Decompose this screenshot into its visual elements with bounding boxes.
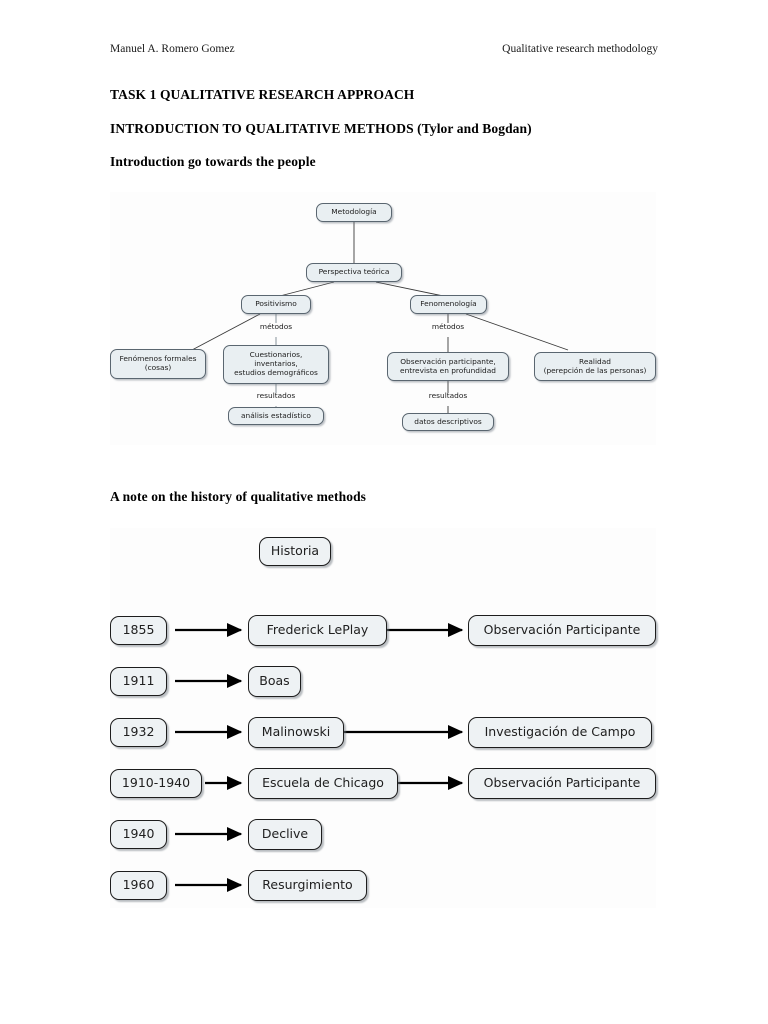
node-realidad[interactable]: Realidad (perepción de las personas): [534, 352, 656, 381]
timeline-year-1940[interactable]: 1940: [110, 820, 167, 849]
timeline-person-resurgimiento[interactable]: Resurgimiento: [248, 870, 367, 901]
timeline-outcome-investigacion-de-campo[interactable]: Investigación de Campo: [468, 717, 652, 748]
timeline-person-malinowski[interactable]: Malinowski: [248, 717, 344, 748]
timeline-year-1960[interactable]: 1960: [110, 871, 167, 900]
node-analisis-estadistico[interactable]: análisis estadístico: [228, 407, 324, 425]
heading-people: Introduction go towards the people: [110, 154, 316, 169]
timeline-person-frederick-leplay[interactable]: Frederick LePlay: [248, 615, 387, 646]
node-metodologia[interactable]: Metodología: [316, 203, 392, 222]
node-historia[interactable]: Historia: [259, 537, 331, 566]
node-perspectiva-teorica[interactable]: Perspectiva teórica: [306, 263, 402, 282]
edge-label-resultados-left: resultados: [256, 391, 296, 400]
heading-history: A note on the history of qualitative met…: [110, 489, 367, 504]
node-fenomenos-formales[interactable]: Fenómenos formales (cosas): [110, 349, 206, 379]
history-timeline-diagram: Historia 1855 Frederick LePlay Observaci…: [110, 528, 656, 908]
edge-label-metodos-left: métodos: [259, 322, 293, 331]
header-author: Manuel A. Romero Gomez: [110, 43, 235, 55]
heading-task: TASK 1 QUALITATIVE RESEARCH APPROACH: [110, 87, 415, 102]
node-cuestionarios[interactable]: Cuestionarios, inventarios, estudios dem…: [223, 345, 329, 384]
node-fenomenologia[interactable]: Fenomenología: [410, 295, 487, 314]
timeline-person-boas[interactable]: Boas: [248, 666, 301, 697]
concept-map-diagram: Metodología Perspectiva teórica Positivi…: [110, 192, 656, 445]
timeline-year-1855[interactable]: 1855: [110, 616, 167, 645]
edge-label-metodos-right: métodos: [431, 322, 465, 331]
header-subject: Qualitative research methodology: [502, 43, 658, 55]
timeline-outcome-observacion-participante-1[interactable]: Observación Participante: [468, 615, 656, 646]
node-positivismo[interactable]: Positivismo: [241, 295, 311, 314]
concept-map-connectors: [191, 222, 569, 422]
edge-label-resultados-right: resultados: [428, 391, 468, 400]
timeline-outcome-observacion-participante-2[interactable]: Observación Participante: [468, 768, 656, 799]
timeline-year-1910-1940[interactable]: 1910-1940: [110, 769, 202, 798]
timeline-person-declive[interactable]: Declive: [248, 819, 322, 850]
timeline-year-1911[interactable]: 1911: [110, 667, 167, 696]
heading-introduction: INTRODUCTION TO QUALITATIVE METHODS (Tyl…: [110, 121, 532, 136]
document-running-header: Manuel A. Romero Gomez Qualitative resea…: [110, 42, 658, 56]
timeline-person-escuela-de-chicago[interactable]: Escuela de Chicago: [248, 768, 398, 799]
node-datos-descriptivos[interactable]: datos descriptivos: [402, 413, 494, 431]
node-observacion-participante[interactable]: Observación participante, entrevista en …: [387, 352, 509, 381]
timeline-year-1932[interactable]: 1932: [110, 718, 167, 747]
